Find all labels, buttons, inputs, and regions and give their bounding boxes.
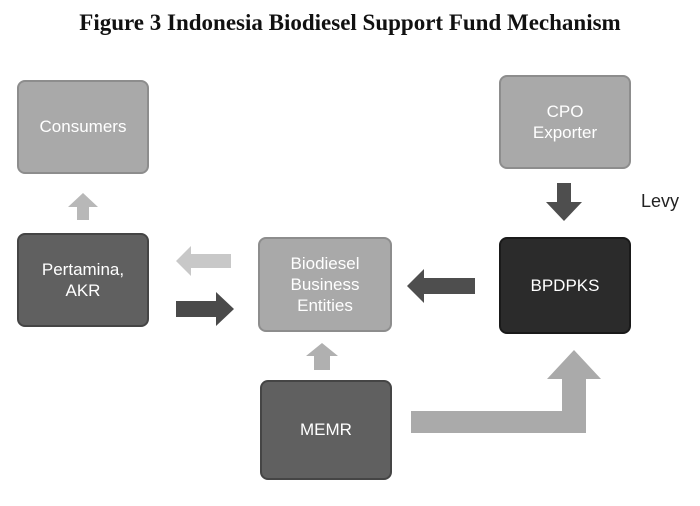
figure-title: Figure 3 Indonesia Biodiesel Support Fun…	[79, 10, 621, 35]
arrow-memr-to-biodiesel	[306, 343, 338, 370]
arrow-memr-to-bpdpks	[411, 350, 601, 433]
arrow-cpo-to-bpdpks	[546, 183, 582, 221]
biodiesel-business-entities-label: Biodiesel Business Entities	[290, 253, 360, 316]
levy-annotation: Levy	[641, 191, 680, 211]
consumers-label: Consumers	[39, 117, 127, 137]
bpdpks-box: BPDPKS	[499, 237, 631, 334]
bpdpks-label: BPDPKS	[530, 275, 600, 295]
arrow-pertamina-to-consumers	[68, 193, 98, 220]
pertamina-akr-box: Pertamina, AKR	[17, 233, 149, 327]
pertamina-akr-label: Pertamina, AKR	[41, 259, 125, 300]
arrow-biodiesel-to-pertamina	[176, 246, 231, 276]
memr-box: MEMR	[260, 380, 392, 480]
cpo-exporter-label: CPO Exporter	[532, 101, 598, 142]
cpo-exporter-box: CPO Exporter	[499, 75, 631, 169]
arrow-pertamina-to-biodiesel	[176, 292, 234, 326]
memr-label: MEMR	[300, 420, 352, 440]
biodiesel-business-entities-box: Biodiesel Business Entities	[258, 237, 392, 332]
arrow-bpdpks-to-biodiesel	[407, 269, 475, 303]
consumers-box: Consumers	[17, 80, 149, 174]
